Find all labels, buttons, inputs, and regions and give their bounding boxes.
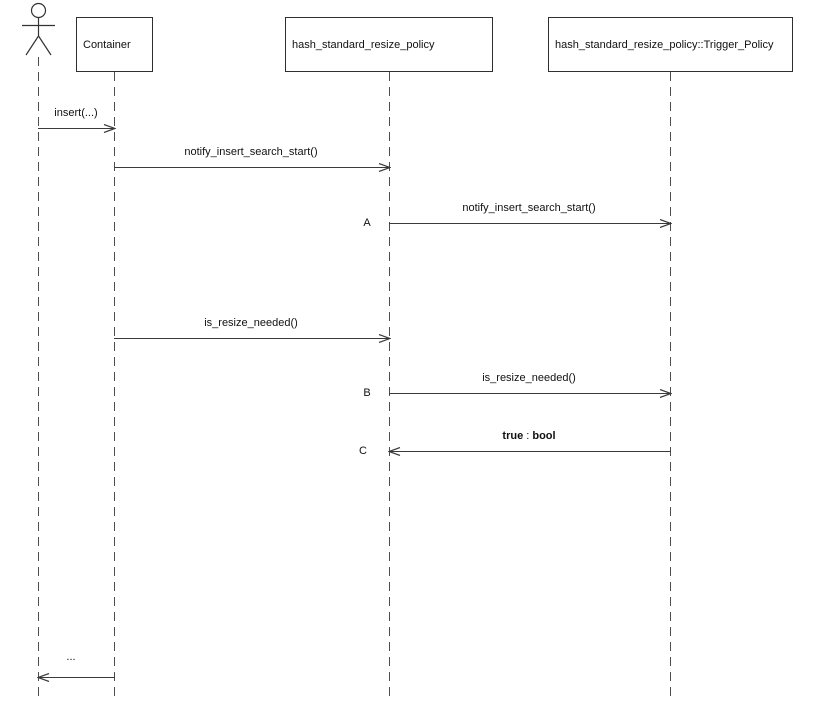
arrowhead-right-icon bbox=[378, 334, 391, 343]
actor-icon bbox=[22, 2, 55, 56]
arrowhead-right-icon bbox=[659, 219, 672, 228]
participant-policy: hash_standard_resize_policy bbox=[285, 17, 493, 72]
message-label-notify-1: notify_insert_search_start() bbox=[184, 146, 318, 158]
message-arrow-resize-1 bbox=[114, 334, 391, 343]
arrowhead-left-icon bbox=[37, 673, 50, 682]
return-separator: : bbox=[523, 430, 533, 442]
message-arrow-resize-2 bbox=[389, 389, 672, 398]
participant-container: Container bbox=[76, 17, 153, 72]
sequence-point-b: B bbox=[363, 387, 371, 399]
participant-trigger-label: hash_standard_resize_policy::Trigger_Pol… bbox=[555, 38, 774, 51]
arrowhead-right-icon bbox=[659, 389, 672, 398]
return-type: bool bbox=[532, 430, 556, 442]
participant-policy-label: hash_standard_resize_policy bbox=[292, 38, 435, 51]
participant-trigger: hash_standard_resize_policy::Trigger_Pol… bbox=[548, 17, 793, 72]
return-value: true bbox=[502, 430, 524, 442]
arrowhead-right-icon bbox=[378, 163, 391, 172]
participant-container-label: Container bbox=[83, 38, 131, 51]
arrowhead-right-icon bbox=[103, 124, 116, 133]
message-label-notify-2: notify_insert_search_start() bbox=[462, 202, 596, 214]
message-arrow-notify-1 bbox=[114, 163, 391, 172]
message-label-resize-2: is_resize_needed() bbox=[482, 372, 576, 384]
sequence-point-a: A bbox=[363, 217, 371, 229]
message-label-ellipsis: ... bbox=[66, 651, 76, 663]
message-label-insert: insert(...) bbox=[54, 107, 98, 119]
message-arrow-notify-2 bbox=[389, 219, 672, 228]
message-arrow-return bbox=[388, 447, 671, 456]
message-arrow-ellipsis bbox=[37, 673, 115, 682]
message-label-resize-1: is_resize_needed() bbox=[204, 317, 298, 329]
arrowhead-left-icon bbox=[388, 447, 401, 456]
sequence-point-c: C bbox=[359, 445, 367, 457]
message-arrow-insert bbox=[38, 124, 116, 133]
message-label-return: true : bool bbox=[429, 429, 629, 443]
